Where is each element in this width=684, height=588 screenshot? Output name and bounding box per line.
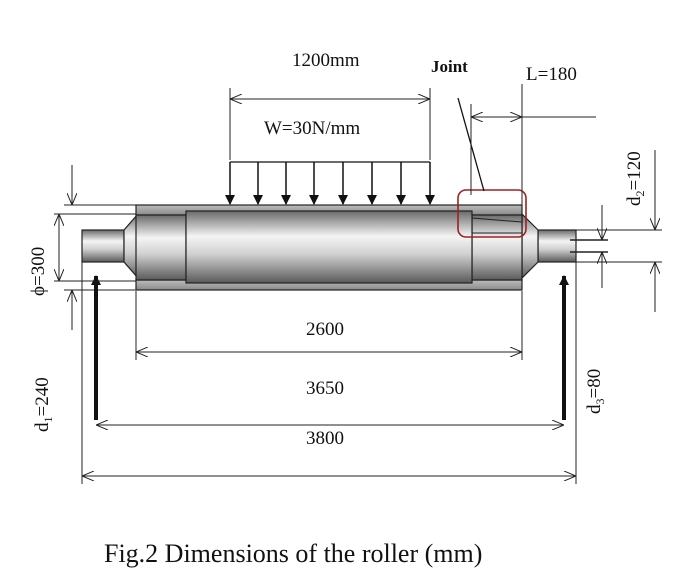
figure-caption: Fig.2 Dimensions of the roller (mm) — [104, 539, 482, 568]
diameter-d3-label: d3=80 — [584, 369, 607, 414]
dim-3800-label: 3800 — [306, 428, 344, 449]
diameter-d1-label: d1=240 — [32, 377, 55, 432]
dim-joint-length-label: L=180 — [526, 64, 577, 85]
dim-joint-length — [470, 84, 596, 205]
roller-body — [81, 204, 608, 291]
joint-highlight — [457, 189, 527, 238]
dim-3650-label: 3650 — [306, 378, 344, 399]
dim-2600-label: 2600 — [306, 319, 344, 340]
joint-label: Joint — [431, 57, 468, 76]
dim-2600 — [135, 291, 523, 360]
dim-right-vertical — [576, 150, 662, 312]
central-cylinder — [185, 210, 473, 284]
load-label: W=30N/mm — [264, 118, 360, 139]
diameter-d2-label: d2=120 — [624, 151, 647, 206]
right-cone — [521, 212, 539, 280]
dim-3800 — [81, 262, 577, 484]
dim-1200 — [229, 88, 431, 160]
right-shaft — [537, 229, 577, 263]
right-end-block — [471, 214, 523, 281]
dim-1200-label: 1200mm — [292, 50, 360, 71]
distributed-load — [225, 161, 435, 205]
diameter-main-label: ϕ=300 — [28, 247, 49, 296]
left-end-block — [135, 214, 187, 281]
left-shaft — [81, 229, 125, 263]
dim-left-vertical — [54, 165, 136, 330]
